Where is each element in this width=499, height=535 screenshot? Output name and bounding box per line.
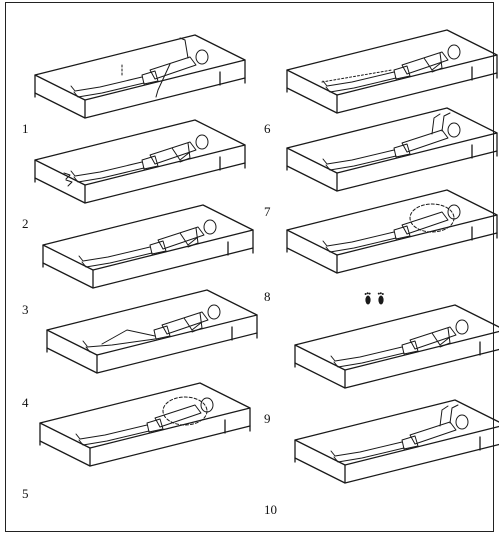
table-top <box>286 29 498 96</box>
lying-figure <box>75 396 214 446</box>
table-top <box>294 399 499 466</box>
exercise-panel-8 <box>282 189 499 290</box>
exercise-panel-10 <box>290 399 499 500</box>
lying-figure <box>330 319 469 368</box>
exercise-number-5: 5 <box>22 486 29 501</box>
table-top <box>286 107 498 174</box>
exercise-number-7: 7 <box>264 204 271 219</box>
exercise-panel-7 <box>282 107 499 208</box>
table-front <box>46 314 258 374</box>
exercise-number-1: 1 <box>22 121 29 136</box>
lying-figure <box>321 44 461 93</box>
table-front <box>42 229 254 289</box>
exercise-number-3: 3 <box>22 302 29 317</box>
exercise-number-9: 9 <box>264 411 271 426</box>
exercise-panel-3 <box>38 204 258 305</box>
table-front <box>34 59 246 119</box>
table-top <box>34 34 246 101</box>
lying-figure <box>63 134 209 187</box>
table-top <box>34 119 246 186</box>
lying-figure <box>82 304 221 353</box>
table-top <box>286 189 498 256</box>
lying-figure <box>78 219 217 268</box>
table-front <box>286 132 498 192</box>
exercise-panel-5 <box>35 382 255 483</box>
exercise-number-2: 2 <box>22 216 29 231</box>
exercise-number-10: 10 <box>264 502 277 517</box>
exercise-number-6: 6 <box>264 121 271 136</box>
lying-figure <box>330 404 469 463</box>
table-top <box>42 204 254 271</box>
table-front <box>286 54 498 114</box>
lying-figure <box>322 203 461 253</box>
lying-figure <box>70 37 209 98</box>
exercise-panel-1 <box>30 34 250 135</box>
table-top <box>39 382 251 449</box>
exercise-panel-9 <box>290 304 499 405</box>
exercise-number-8: 8 <box>264 289 271 304</box>
footprints-icon <box>362 291 390 307</box>
exercise-number-4: 4 <box>22 395 29 410</box>
exercise-panel-4 <box>42 289 262 390</box>
table-front <box>39 407 251 467</box>
table-front <box>286 214 498 274</box>
lying-figure <box>322 112 461 171</box>
table-top <box>46 289 258 356</box>
exercise-panel-6 <box>282 29 499 130</box>
table-top <box>294 304 499 371</box>
exercise-panel-2 <box>30 119 250 220</box>
